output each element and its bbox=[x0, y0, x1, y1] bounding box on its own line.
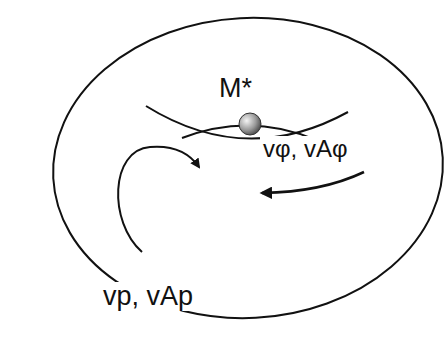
mass-label: M* bbox=[216, 74, 255, 103]
central-star bbox=[239, 113, 261, 135]
poloidal-arrow bbox=[118, 147, 199, 252]
torus-hole-rim bbox=[146, 106, 348, 139]
toroidal-velocity-label: vφ, vAφ bbox=[260, 136, 350, 162]
toroidal-arrow bbox=[262, 172, 364, 193]
torus-outline bbox=[45, 8, 447, 328]
poloidal-velocity-label: vp, vAp bbox=[100, 282, 196, 311]
